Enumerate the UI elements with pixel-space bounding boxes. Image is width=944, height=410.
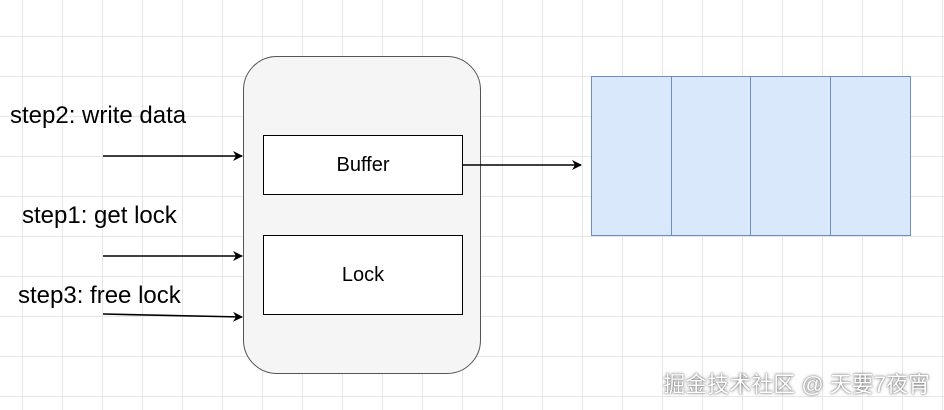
buffer-cell (829, 76, 911, 236)
buffer-array (591, 76, 911, 236)
buffer-label: Buffer (336, 153, 390, 176)
step3-label: step3: free lock (18, 282, 181, 309)
lock-label: Lock (341, 263, 385, 286)
free-lock-arrow (102, 311, 243, 322)
step1-label: step1: get lock (22, 202, 177, 229)
lock-box: Lock (263, 235, 463, 315)
watermark: 掘金技术社区 @ 天要7夜宵 (663, 372, 930, 397)
buffer-box: Buffer (263, 135, 463, 195)
container-box (243, 56, 481, 374)
buffer-cell (750, 76, 832, 236)
buffer-cell (670, 76, 752, 236)
step2-label: step2: write data (10, 102, 187, 129)
